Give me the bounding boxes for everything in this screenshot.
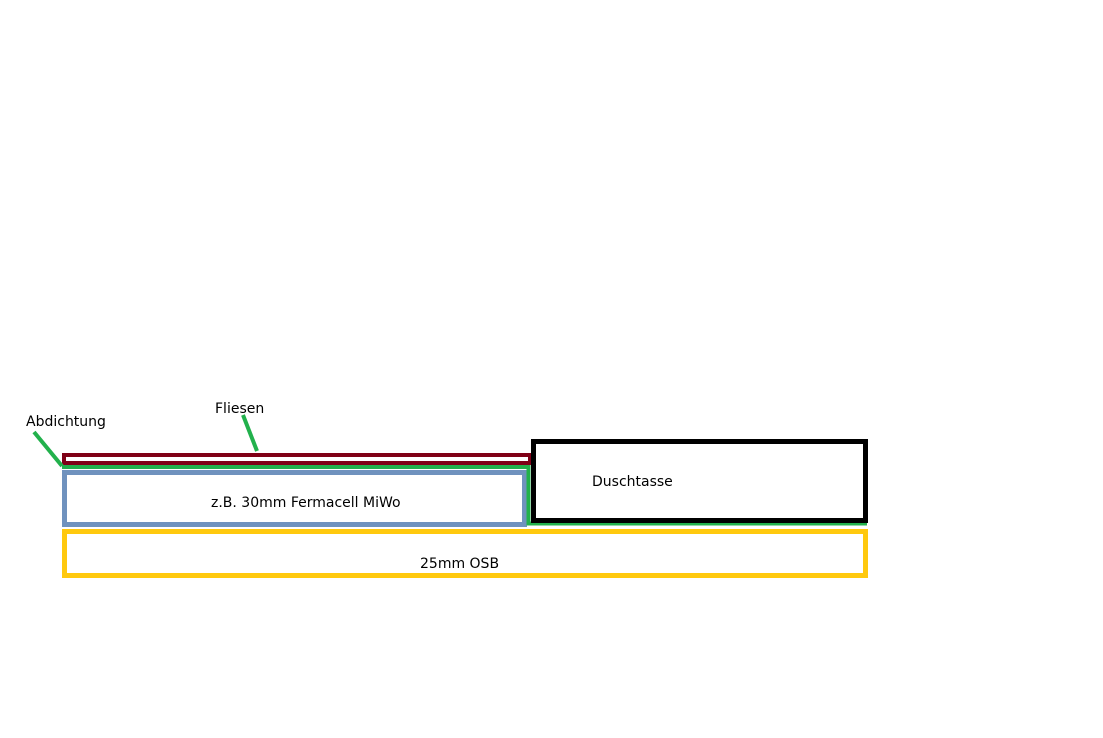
waterproofing-leader-line [32,430,64,468]
tiles-label: Fliesen [215,401,264,417]
waterproofing-label: Abdichtung [26,414,106,430]
fermacell-label: z.B. 30mm Fermacell MiWo [211,495,401,511]
tiles-leader-line [241,414,259,452]
tiles-layer [62,453,532,465]
shower-tray [531,439,868,523]
osb-layer [62,529,868,578]
osb-label: 25mm OSB [420,556,499,572]
waterproofing-layer [62,465,867,526]
fermacell-layer [62,470,527,527]
shower-tray-label: Duschtasse [592,474,673,490]
